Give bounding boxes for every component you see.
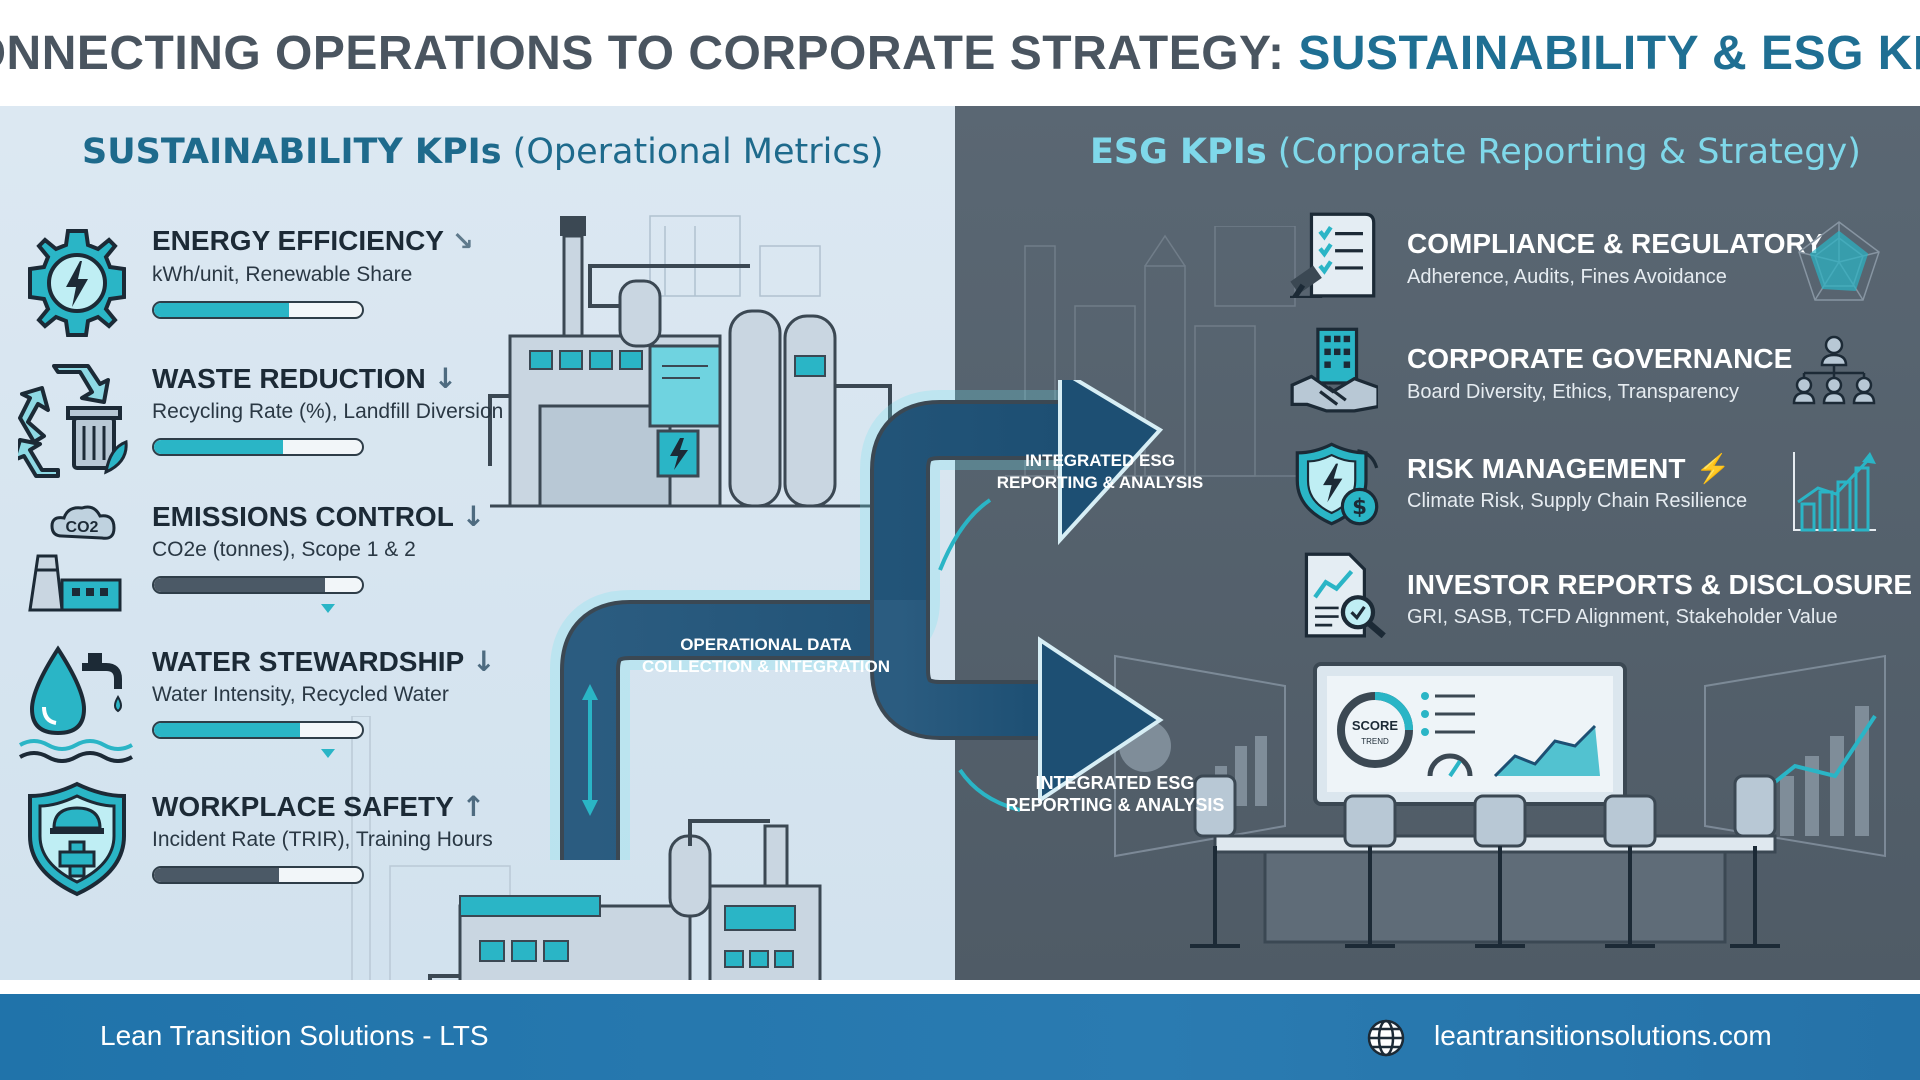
- kpi-subtitle: Recycling Rate (%), Landfill Diversion: [152, 400, 504, 423]
- kpi-subtitle: kWh/unit, Renewable Share: [152, 263, 413, 286]
- integrated-esg-label-bottom: INTEGRATED ESG REPORTING & ANALYSIS: [995, 772, 1235, 816]
- kpi-workplace-safety: WORKPLACE SAFETY↑ Incident Rate (TRIR), …: [0, 781, 520, 920]
- dollar-icon: $: [1352, 495, 1367, 520]
- water-drop-tap-icon: [19, 645, 133, 763]
- trend-down-icon: ↓: [433, 362, 458, 395]
- kpi-progress-bar: [152, 438, 364, 456]
- kpi-title-text: EMISSIONS CONTROL: [152, 501, 454, 532]
- title-part-esg: SUSTAINABILITY & ESG KPIs: [1298, 26, 1920, 80]
- footer: Lean Transition Solutions - LTS leantran…: [0, 994, 1920, 1080]
- page-title: CONNECTING OPERATIONS TO CORPORATE STRAT…: [0, 26, 1920, 81]
- kpi-progress-fill: [154, 723, 300, 737]
- esg-kpi-compliance: COMPLIANCE & REGULATORY Adherence, Audit…: [955, 210, 1920, 310]
- kpi-title-text: WATER STEWARDSHIP: [152, 646, 465, 677]
- trend-down-right-icon: ↘: [451, 227, 474, 257]
- shield-dollar-icon: $: [1295, 442, 1379, 526]
- kpi-title-text: ENERGY EFFICIENCY: [152, 225, 444, 256]
- kpi-progress-fill: [154, 440, 283, 454]
- website-link[interactable]: leantransitionsolutions.com: [1434, 1020, 1772, 1051]
- kpi-progress-fill: [154, 868, 279, 882]
- kpi-title: EMISSIONS CONTROL↓: [152, 500, 485, 533]
- esg-title-light: (Corporate Reporting & Strategy): [1266, 132, 1861, 172]
- kpi-water-stewardship: WATER STEWARDSHIP↓ Water Intensity, Recy…: [0, 645, 520, 775]
- report-magnifier-icon: [1304, 552, 1386, 638]
- integrated-esg-top-line2: REPORTING & ANALYSIS: [996, 473, 1204, 492]
- esg-kpi-title: RISK MANAGEMENT ⚡: [1407, 452, 1730, 485]
- sustainability-panel-title: SUSTAINABILITY KPIs (Operational Metrics…: [82, 132, 884, 172]
- esg-kpi-risk-management: $ RISK MANAGEMENT ⚡ Climate Risk, Supply …: [955, 440, 1920, 540]
- esg-kpi-subtitle: Adherence, Audits, Fines Avoidance: [1407, 266, 1727, 288]
- kpi-subtitle: Incident Rate (TRIR), Training Hours: [152, 828, 493, 851]
- company-name: Lean Transition Solutions - LTS: [100, 1020, 489, 1051]
- boardroom-illustration: SCORE TREND: [1114, 654, 1886, 948]
- progress-marker-icon: [321, 604, 335, 613]
- kpi-progress-fill: [154, 303, 290, 317]
- integrated-esg-top-line1: INTEGRATED ESG: [1025, 451, 1175, 470]
- trend-down-icon: ↓: [472, 645, 496, 678]
- kpi-title: WATER STEWARDSHIP↓: [152, 645, 496, 678]
- operational-data-label-line2: COLLECTION & INTEGRATION: [641, 657, 891, 676]
- bar-trend-icon: [1793, 452, 1876, 532]
- kpi-title-text: WASTE REDUCTION: [152, 363, 426, 394]
- esg-kpi-governance: CORPORATE GOVERNANCE Board Diversity, Et…: [955, 325, 1920, 425]
- kpi-subtitle: CO2e (tonnes), Scope 1 & 2: [152, 538, 416, 561]
- city-sketch-background: [1005, 226, 1305, 477]
- org-chart-icon: [1792, 335, 1876, 405]
- integrated-esg-bottom-line2: REPORTING & ANALYSIS: [1005, 795, 1225, 815]
- kpi-progress-bar: [152, 576, 364, 594]
- safety-shield-icon: [28, 781, 126, 897]
- esg-panel: ESG KPIs (Corporate Reporting & Strategy…: [955, 106, 1920, 980]
- kpi-emissions-control: CO2 EMISSIONS CONTROL↓ CO2e (tonnes), Sc…: [0, 500, 520, 630]
- esg-kpi-subtitle: GRI, SASB, TCFD Alignment, Stakeholder V…: [1407, 606, 1838, 628]
- dashboard-trend-label: TREND: [1361, 737, 1389, 746]
- dashboard-score-label: SCORE: [1352, 718, 1399, 733]
- esg-kpi-investor-reports: INVESTOR REPORTS & DISCLOSURE↗ GRI, SASB…: [955, 550, 1920, 650]
- esg-kpi-title: COMPLIANCE & REGULATORY: [1407, 228, 1824, 259]
- gear-lightning-icon: [28, 229, 126, 337]
- sustainability-title-strong: SUSTAINABILITY KPIs: [82, 132, 502, 172]
- esg-kpi-title: CORPORATE GOVERNANCE: [1407, 343, 1793, 374]
- esg-title-strong: ESG KPIs: [1090, 132, 1267, 172]
- footer-divider: [0, 980, 1920, 994]
- kpi-title-text: WORKPLACE SAFETY: [152, 791, 454, 822]
- recycle-bin-icon: [18, 364, 128, 478]
- integrated-esg-label-top: INTEGRATED ESG REPORTING & ANALYSIS: [980, 450, 1220, 494]
- kpi-subtitle: Water Intensity, Recycled Water: [152, 683, 449, 706]
- esg-kpi-subtitle: Climate Risk, Supply Chain Resilience: [1407, 490, 1748, 512]
- esg-kpi-subtitle: Board Diversity, Ethics, Transparency: [1407, 381, 1739, 403]
- esg-kpi-title-text: INVESTOR REPORTS & DISCLOSURE: [1407, 569, 1913, 600]
- trend-down-icon: ↓: [461, 500, 486, 533]
- co2-label: CO2: [66, 519, 99, 536]
- kpi-energy-efficiency: ENERGY EFFICIENCY↘ kWh/unit, Renewable S…: [0, 225, 520, 355]
- esg-panel-title: ESG KPIs (Corporate Reporting & Strategy…: [1090, 132, 1861, 172]
- globe-icon: [1367, 1019, 1405, 1057]
- title-part-operations: CONNECTING OPERATIONS TO CORPORATE STRAT…: [0, 26, 1299, 80]
- data-flow-arrows: [550, 380, 1164, 860]
- trend-up-icon: ↑: [461, 790, 486, 823]
- factory-top-illustration: [488, 215, 900, 508]
- kpi-title: WASTE REDUCTION↓: [152, 362, 457, 395]
- kpi-progress-bar: [152, 721, 364, 739]
- gavel-checklist-icon: [1290, 212, 1376, 298]
- kpi-progress-fill: [154, 578, 325, 592]
- kpi-progress-bar: [152, 866, 364, 884]
- kpi-progress-bar: [152, 301, 364, 319]
- operational-data-label: OPERATIONAL DATA COLLECTION & INTEGRATIO…: [636, 634, 896, 678]
- co2-factory-icon: CO2: [28, 505, 122, 612]
- progress-marker-icon: [321, 749, 335, 758]
- kpi-waste-reduction: WASTE REDUCTION↓ Recycling Rate (%), Lan…: [0, 362, 520, 492]
- esg-kpi-title-text: RISK MANAGEMENT: [1407, 453, 1686, 484]
- building-handshake-icon: [1290, 327, 1378, 413]
- lightning-icon: ⚡: [1695, 453, 1731, 484]
- sustainability-title-light: (Operational Metrics): [501, 132, 884, 172]
- esg-kpi-title: INVESTOR REPORTS & DISCLOSURE↗: [1407, 568, 1920, 601]
- kpi-title: ENERGY EFFICIENCY↘: [152, 225, 474, 257]
- header: CONNECTING OPERATIONS TO CORPORATE STRAT…: [0, 0, 1920, 106]
- operational-data-label-line1: OPERATIONAL DATA: [680, 635, 852, 654]
- kpi-title: WORKPLACE SAFETY↑: [152, 790, 485, 823]
- integrated-esg-bottom-line1: INTEGRATED ESG: [1035, 773, 1195, 793]
- radar-icon: [1798, 221, 1880, 301]
